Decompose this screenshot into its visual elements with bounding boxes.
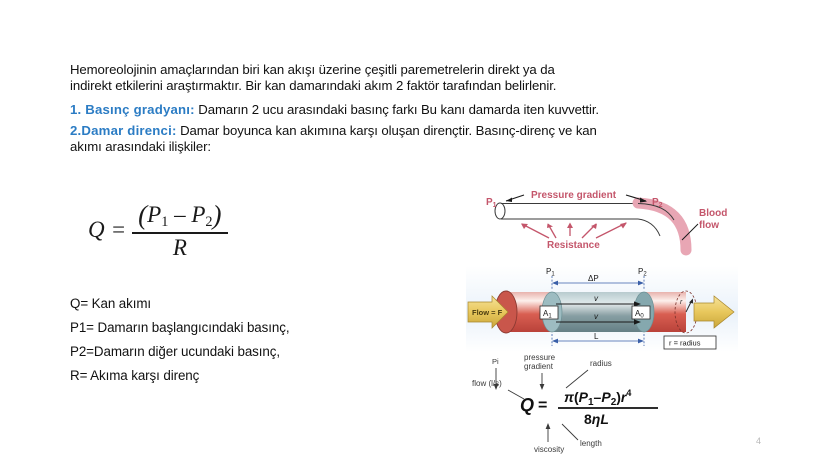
flow-label: flow: [699, 220, 719, 231]
poiseuille-length-annotation: length: [580, 439, 602, 448]
equation-equals: =: [110, 217, 127, 243]
figure-poiseuille-equation: flow (l/s) Pi pressure gradient radius v…: [462, 354, 740, 458]
numerator-close-paren: ): [212, 200, 222, 230]
factor-item-2: 2.Damar direnci: Damar boyunca kan akımı…: [70, 123, 770, 155]
blood-flow-band: [632, 197, 692, 256]
poiseuille-q: Q: [520, 395, 534, 415]
fraction-bar: [132, 232, 228, 234]
viscosity-leader-arrow: [545, 423, 551, 429]
area-a1-box: A1: [539, 305, 559, 320]
poiseuille-radius-annotation: radius: [590, 359, 612, 368]
intro-line-2: indirekt etkilerini araştırmaktır. Bir k…: [70, 77, 557, 93]
pressure-gradient-label: Pressure gradient: [531, 190, 617, 201]
resistance-arrows: [521, 222, 627, 239]
velocity-arrows: [556, 301, 641, 325]
poiseuille-flow-annotation: flow (l/s): [472, 379, 502, 388]
poiseuille-pressure-annotation: pressure: [524, 354, 556, 362]
intro-line-1: Hemoreolojinin amaçlarından biri kan akı…: [70, 62, 555, 77]
definition-list: Q= Kan akımı P1= Damarın başlangıcındaki…: [70, 292, 290, 388]
outflow-arrow: [693, 295, 735, 329]
definition-item: R= Akıma karşı direnç: [70, 368, 200, 383]
poiseuille-denominator: 8ηL: [584, 411, 609, 427]
p2-label: P2: [652, 197, 663, 209]
page-number: 4: [756, 436, 762, 446]
definition-item: Q= Kan akımı: [70, 296, 152, 311]
poiseuille-viscosity-annotation: viscosity: [534, 445, 564, 454]
numerator-p2: P: [191, 202, 206, 227]
factor-1-text: Damarın 2 ucu arasındaki basınç farkı Bu…: [194, 102, 599, 117]
svg-text:A0: A0: [635, 309, 644, 320]
cyl-p2-label: P2: [638, 267, 647, 278]
definition-item: P1= Damarın başlangıcındaki basınç,: [70, 320, 290, 335]
blood-label: Blood: [699, 208, 727, 219]
intro-paragraph: Hemoreolojinin amaçlarından biri kan akı…: [70, 62, 770, 93]
velocity-bottom-label: v: [594, 312, 599, 321]
poiseuille-equals: =: [538, 397, 547, 414]
area-a0-box: A0: [631, 305, 651, 320]
definition-item: P2=Damarın diğer ucundaki basınç,: [70, 344, 280, 359]
equation-numerator: (P1 – P2): [132, 200, 227, 232]
blood-flow-leader: [681, 223, 699, 241]
figure-pressure-gradient: Pressure gradient P1 P2 Resistance Blood…: [486, 186, 738, 262]
vessel-tube: [494, 202, 644, 220]
velocity-top-label: v: [594, 294, 599, 303]
radius-r-label: r: [680, 299, 683, 306]
radius-box: r = radius: [663, 335, 717, 350]
numerator-minus: –: [174, 202, 186, 227]
numerator-p1: P: [147, 202, 162, 227]
radius-box-label: r = radius: [669, 339, 701, 348]
poiseuille-pi-annotation: Pi: [492, 357, 499, 366]
poiseuille-numerator: π(P1–P2)r4: [564, 388, 631, 408]
factor-item-1: 1. Basınç gradyanı: Damarın 2 ucu arasın…: [70, 102, 770, 118]
pi-leader-arrow: [493, 384, 499, 390]
delta-p-label: ΔP: [588, 274, 599, 283]
factor-2-text-line-2: akımı arasındaki ilişkiler:: [70, 139, 211, 154]
numerator-p2-sub: 2: [205, 213, 213, 230]
numerator-p1-sub: 1: [161, 213, 169, 230]
delta-p-dimension: [551, 276, 645, 290]
poiseuille-gradient-annotation: gradient: [524, 362, 554, 371]
numerator-open-paren: (: [138, 200, 148, 230]
factor-2-text: Damar boyunca kan akımına karşı oluşan d…: [176, 123, 597, 138]
radius-indicator: r: [680, 298, 693, 313]
length-label: L: [594, 332, 599, 341]
gradient-leader-arrow: [539, 384, 545, 390]
inflow-arrow: Flow = F: [467, 295, 509, 329]
cyl-p1-label: P1: [546, 267, 555, 278]
factor-1-label: 1. Basınç gradyanı:: [70, 102, 195, 117]
figure-cylinder-flow: r Flow = F ΔP P1 P2: [466, 266, 738, 352]
resistance-label: Resistance: [547, 240, 600, 251]
radius-leader-line: [565, 369, 589, 389]
length-leader-line: [561, 423, 579, 441]
pressure-gradient-arrows: [505, 194, 647, 203]
slide-text-block: Hemoreolojinin amaçlarından biri kan akı…: [70, 62, 770, 160]
cylinder-inner-segment: [552, 292, 644, 332]
flow-leader-line: [507, 389, 525, 400]
equation-denominator: R: [172, 234, 187, 260]
flow-f-label: Flow = F: [472, 308, 503, 317]
length-dimension: [551, 334, 645, 346]
svg-text:A1: A1: [543, 309, 552, 320]
equation-lhs: Q: [88, 217, 105, 243]
factor-2-label: 2.Damar direnci:: [70, 123, 177, 138]
p1-label: P1: [486, 197, 497, 209]
main-flow-equation: Q = (P1 – P2) R: [88, 200, 228, 261]
equation-fraction: (P1 – P2) R: [132, 200, 228, 261]
